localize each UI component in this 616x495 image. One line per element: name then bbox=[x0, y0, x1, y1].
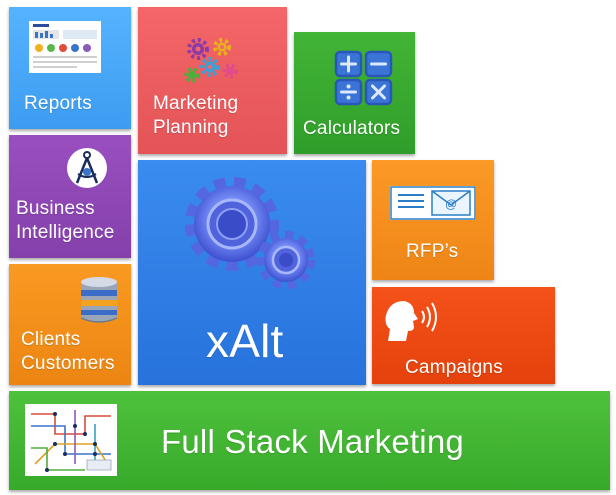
email-envelope-icon: @ bbox=[390, 186, 476, 220]
xalt-tile[interactable]: xAlt bbox=[138, 160, 366, 385]
calculators-tile[interactable]: Calculators bbox=[294, 32, 415, 154]
database-icon bbox=[80, 277, 118, 323]
reports-label: Reports bbox=[24, 93, 92, 114]
rfps-tile[interactable]: @ RFP’s bbox=[372, 160, 494, 280]
business-intelligence-tile[interactable]: Business Intelligence bbox=[9, 135, 131, 258]
business-intelligence-label: Business Intelligence bbox=[16, 198, 115, 243]
stack-diagram-thumbnail-icon bbox=[25, 404, 117, 476]
full-stack-marketing-tile[interactable]: Full Stack Marketing bbox=[9, 391, 610, 490]
blue-gears-icon bbox=[185, 177, 315, 289]
full-stack-marketing-label: Full Stack Marketing bbox=[161, 423, 464, 460]
rfps-label: RFP’s bbox=[406, 241, 459, 262]
clients-customers-tile[interactable]: Clients Customers bbox=[9, 264, 131, 385]
marketing-planning-label: Marketing Planning bbox=[153, 93, 239, 138]
campaigns-label: Campaigns bbox=[405, 357, 503, 378]
calculator-icon bbox=[334, 50, 393, 106]
colorful-gears-icon bbox=[184, 38, 238, 83]
xalt-label: xAlt bbox=[206, 315, 284, 367]
clients-customers-label: Clients Customers bbox=[21, 329, 115, 374]
reports-tile[interactable]: Reports bbox=[9, 7, 131, 129]
report-thumbnail-icon bbox=[29, 21, 101, 73]
marketing-planning-tile[interactable]: Marketing Planning bbox=[138, 7, 287, 154]
campaigns-tile[interactable]: Campaigns bbox=[372, 287, 555, 384]
compass-icon bbox=[67, 148, 107, 188]
svg-text:@: @ bbox=[445, 197, 457, 211]
speaking-head-icon bbox=[385, 301, 437, 341]
calculators-label: Calculators bbox=[303, 118, 401, 139]
